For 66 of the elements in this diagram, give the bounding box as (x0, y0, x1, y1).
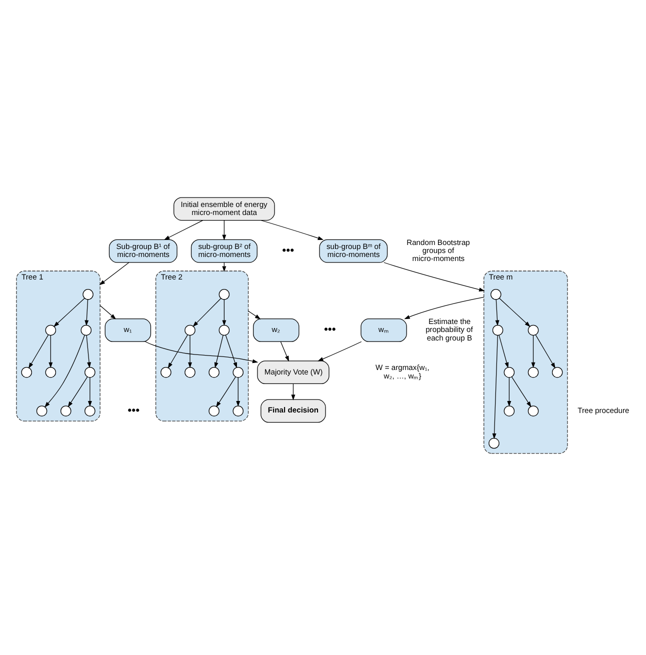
arrow (144, 340, 258, 363)
label: ••• (128, 404, 140, 416)
node-circle (218, 288, 230, 300)
arrow (280, 340, 289, 362)
label: ••• (282, 244, 294, 256)
node-circle (84, 405, 96, 416)
arrow (248, 310, 261, 319)
node-circle (504, 405, 515, 416)
node-circle (21, 366, 32, 378)
node-circle (82, 288, 94, 300)
node-circle (528, 405, 539, 416)
arrow (260, 220, 324, 240)
node-circle (232, 405, 244, 416)
node-circle (488, 437, 500, 448)
arrow (495, 298, 500, 326)
arrow (535, 334, 556, 368)
arrow (164, 220, 203, 240)
arrow (236, 376, 240, 406)
node-circle (80, 324, 92, 336)
arrow (225, 334, 237, 368)
arrow (188, 334, 192, 368)
node-circle (528, 366, 539, 378)
node-circle (492, 324, 504, 336)
arrow (88, 376, 92, 406)
node-circle (160, 366, 172, 378)
node-circle (45, 324, 56, 336)
node-circle (208, 405, 220, 416)
arrow (28, 334, 49, 368)
arrow (99, 262, 130, 285)
arrow (404, 296, 484, 319)
arrow (291, 382, 296, 400)
arrow (168, 334, 188, 368)
arrow (192, 298, 222, 326)
node-circle (36, 405, 48, 416)
label: ••• (324, 324, 336, 336)
node-circle (184, 324, 196, 336)
arrow (492, 334, 498, 439)
arrow (216, 376, 236, 407)
arrow (499, 297, 530, 326)
arrow (54, 297, 85, 326)
node-circle (60, 405, 72, 416)
arrow (511, 376, 532, 407)
arrow (498, 334, 509, 368)
node-circle (84, 366, 96, 378)
arrow (44, 334, 85, 407)
arrow (531, 334, 536, 368)
node-circle (490, 288, 502, 300)
node-circle (528, 324, 539, 336)
node-circle (45, 366, 56, 378)
node-circle (208, 366, 220, 378)
arrow (84, 298, 89, 326)
arrow (222, 298, 226, 326)
arrow (318, 340, 362, 361)
arrow (100, 304, 116, 319)
node-circle (218, 324, 230, 336)
arrow (68, 376, 88, 407)
arrow (222, 220, 226, 240)
node-circle (232, 366, 244, 378)
arrow (507, 376, 512, 406)
arrow (384, 262, 485, 292)
node-circle (504, 366, 515, 378)
arrow (214, 334, 224, 368)
arrow (48, 334, 53, 368)
node-circle (552, 366, 563, 378)
node-circle (184, 366, 196, 378)
arrow (86, 334, 92, 368)
